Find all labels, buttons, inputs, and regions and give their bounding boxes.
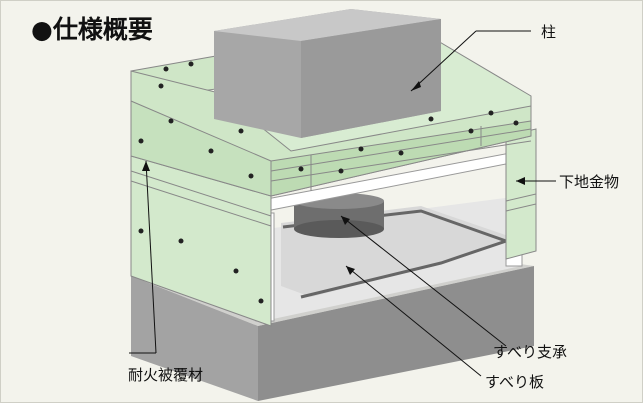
label-sliding-bearing: すべり支承 xyxy=(493,343,567,361)
leader-arrowheads xyxy=(142,81,525,275)
title-text: ●仕様概要 xyxy=(31,15,153,44)
screw-dots xyxy=(138,61,519,304)
column xyxy=(214,9,441,138)
label-sliding-plate: すべり板 xyxy=(485,373,544,391)
label-fireproof-cover: 耐火被覆材 xyxy=(128,366,204,384)
leader-lines xyxy=(129,30,556,377)
label-base-hardware: 下地金物 xyxy=(559,173,620,191)
sliding-bearing xyxy=(294,193,384,238)
label-column: 柱 xyxy=(541,23,557,41)
page-title: ●仕様概要 xyxy=(31,10,153,46)
